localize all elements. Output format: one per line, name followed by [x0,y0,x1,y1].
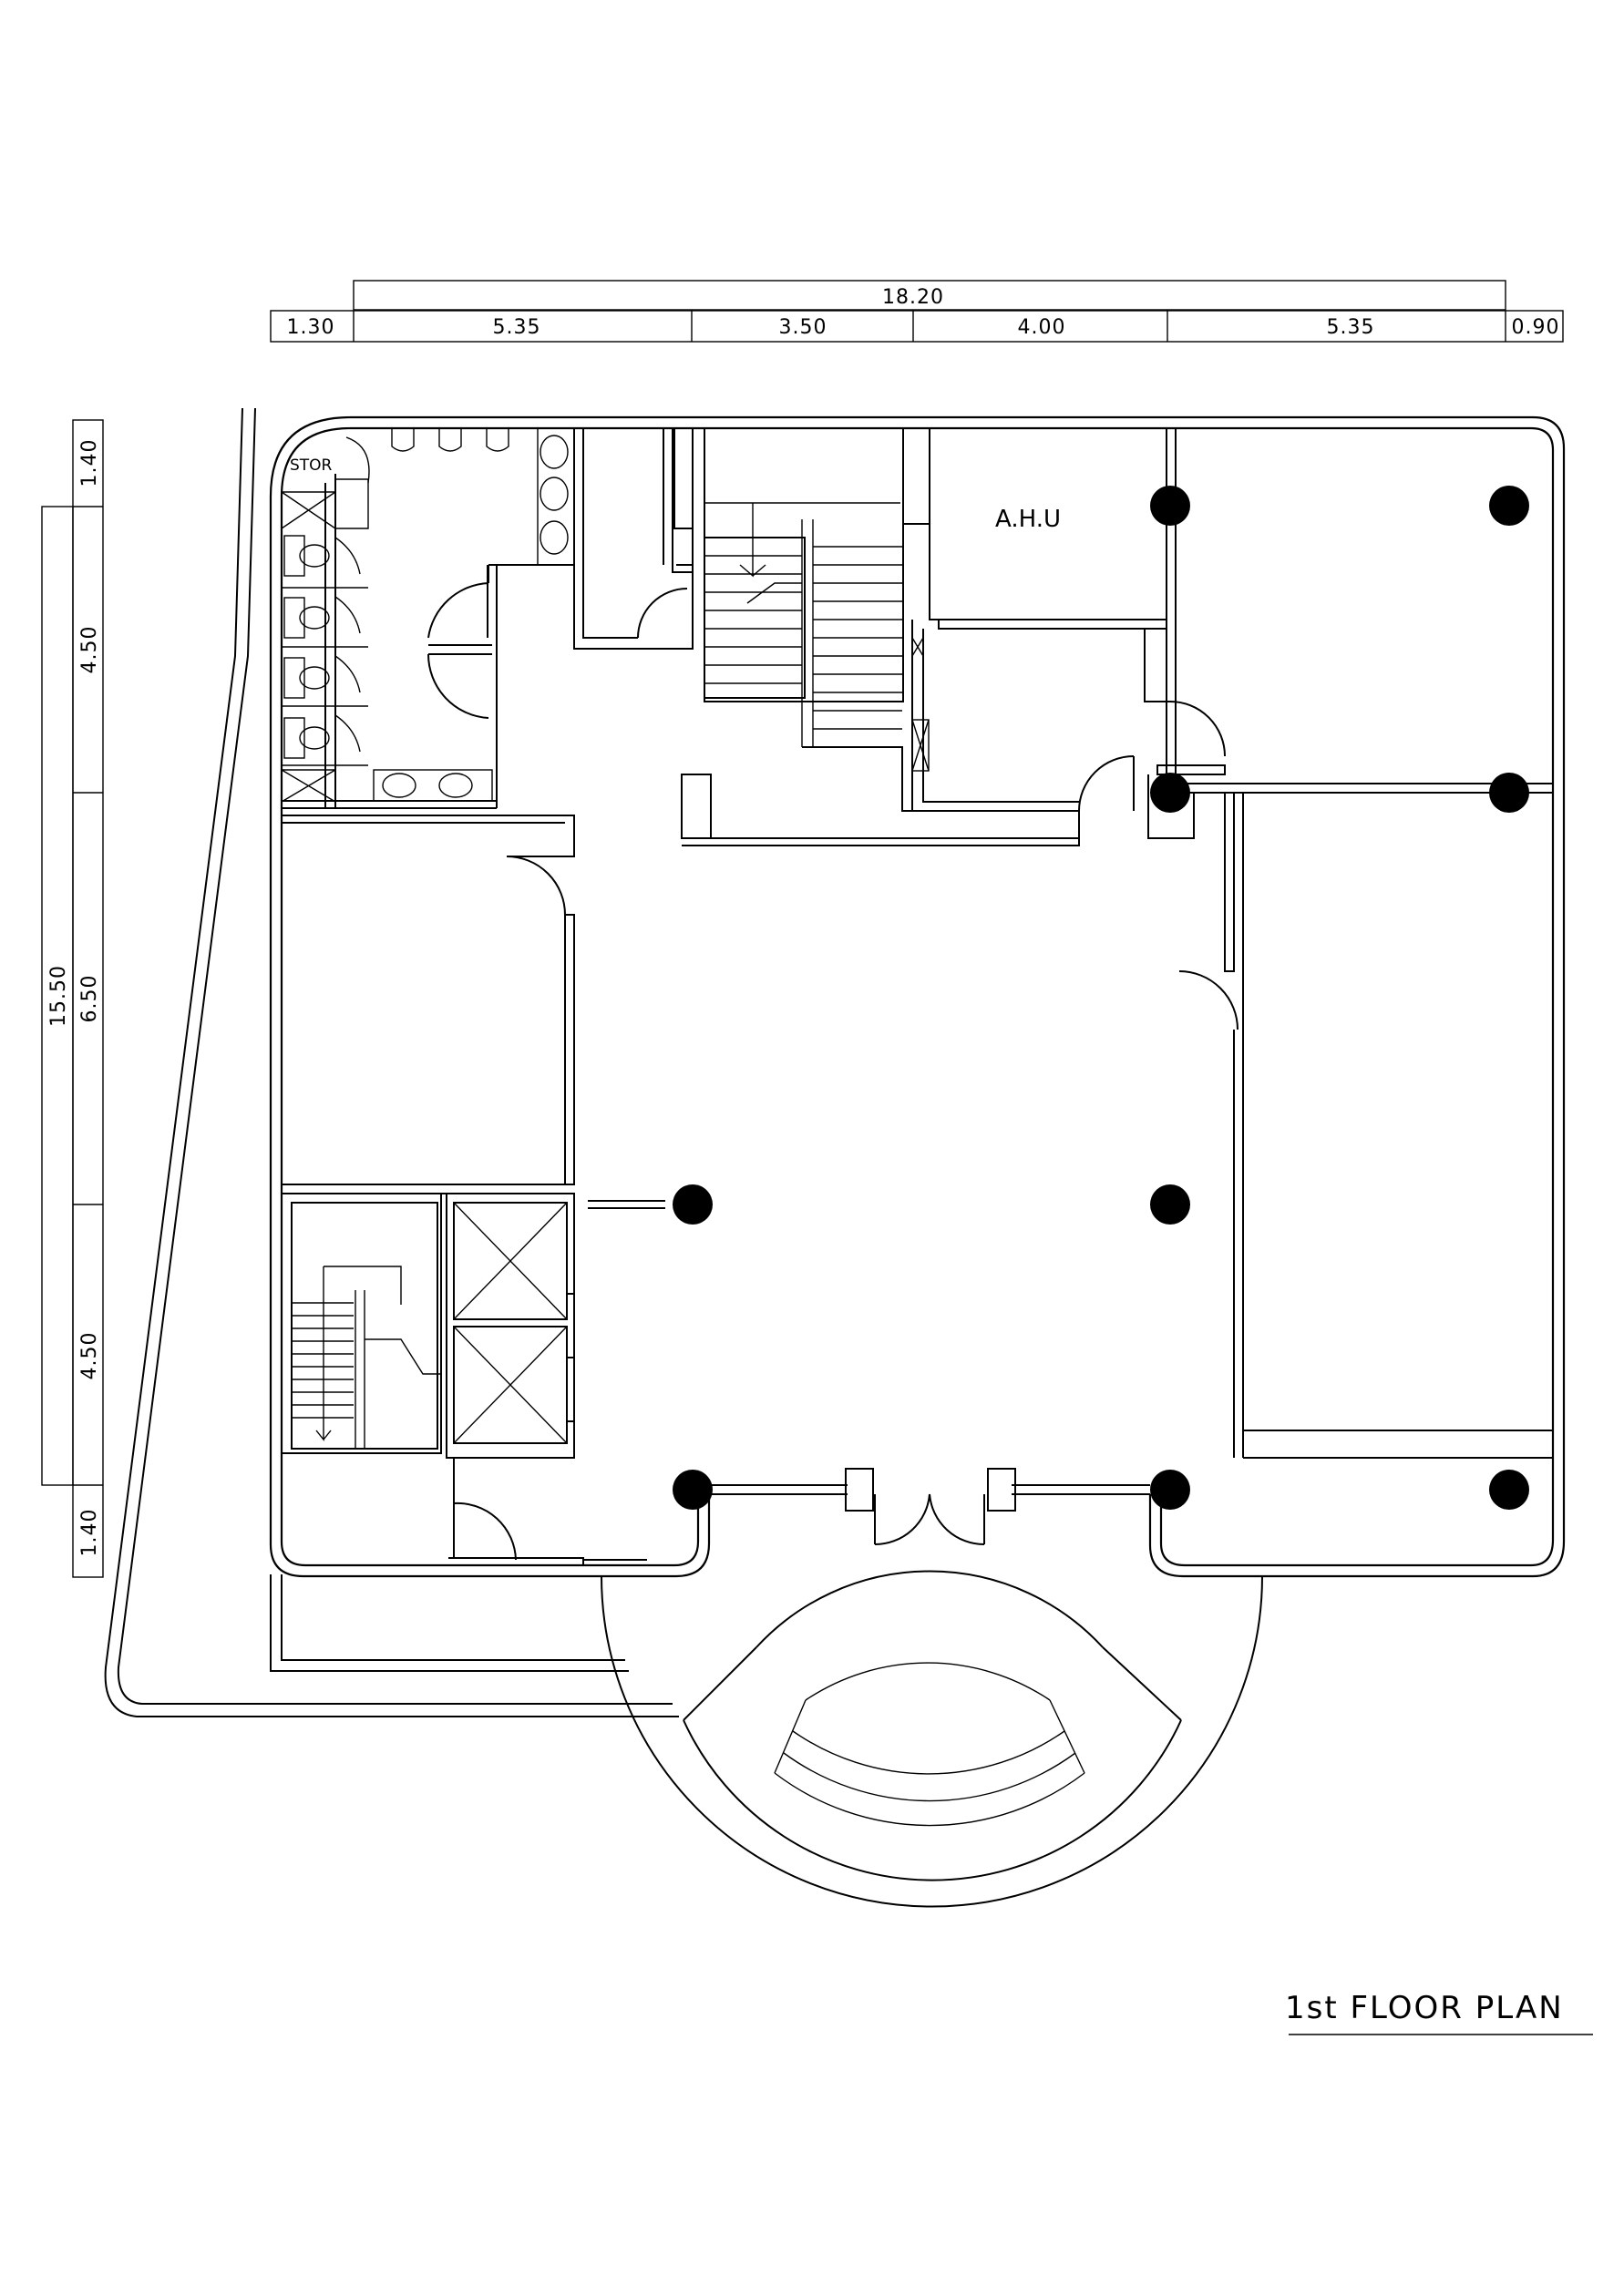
dim-left-seg-2: 4.50 [78,626,101,674]
bottom-left-core [281,1193,665,1566]
washroom-block: STOR [281,427,575,809]
dim-top-seg-5: 5.35 [1327,316,1375,339]
stair-treads-bottom [292,1302,354,1419]
dim-left-seg-1: 1.40 [78,439,101,487]
dim-left-total: 15.50 [47,965,70,1027]
dim-left-seg-5: 1.40 [78,1509,101,1557]
column [1150,486,1190,526]
front-entrance-steps [601,1570,1263,1908]
column [1489,1470,1529,1510]
column [673,1184,713,1225]
left-room [282,815,575,1194]
column [673,1470,713,1510]
plan-title: 1st FLOOR PLAN [1285,1990,1593,2035]
front-doors [709,1468,1150,1546]
dim-top-seg-1: 1.30 [287,316,335,339]
dim-top-seg-4: 4.00 [1018,316,1066,339]
dim-top-total: 18.20 [882,286,944,309]
central-partitions [681,774,1080,846]
top-staircase [704,427,930,812]
label-ahu: A.H.U [995,506,1061,533]
dim-left-seg-4: 4.50 [78,1332,101,1380]
stair-treads-top [704,546,902,748]
left-dimension-chain: 15.50 1.40 4.50 6.50 4.50 1.40 [41,419,104,1578]
structural-columns [673,486,1529,1510]
building-outline [269,415,1566,1578]
dim-top-seg-2: 5.35 [493,316,541,339]
dim-left-seg-3: 6.50 [78,975,101,1023]
column [1150,1184,1190,1225]
column [1489,773,1529,813]
label-stor: STOR [290,456,333,475]
plan-title-text: 1st FLOOR PLAN [1285,1990,1564,2026]
top-right-room [1166,428,1553,794]
service-shafts [573,428,694,650]
right-room [1178,793,1553,1459]
dim-top-seg-3: 3.50 [779,316,827,339]
column [1489,486,1529,526]
column [1150,1470,1190,1510]
dim-top-seg-6: 0.90 [1512,316,1560,339]
column [1150,773,1190,813]
site-boundary [104,407,679,1717]
top-dimension-chain: 18.20 1.30 5.35 3.50 4.00 5.35 0.90 [270,280,1564,343]
